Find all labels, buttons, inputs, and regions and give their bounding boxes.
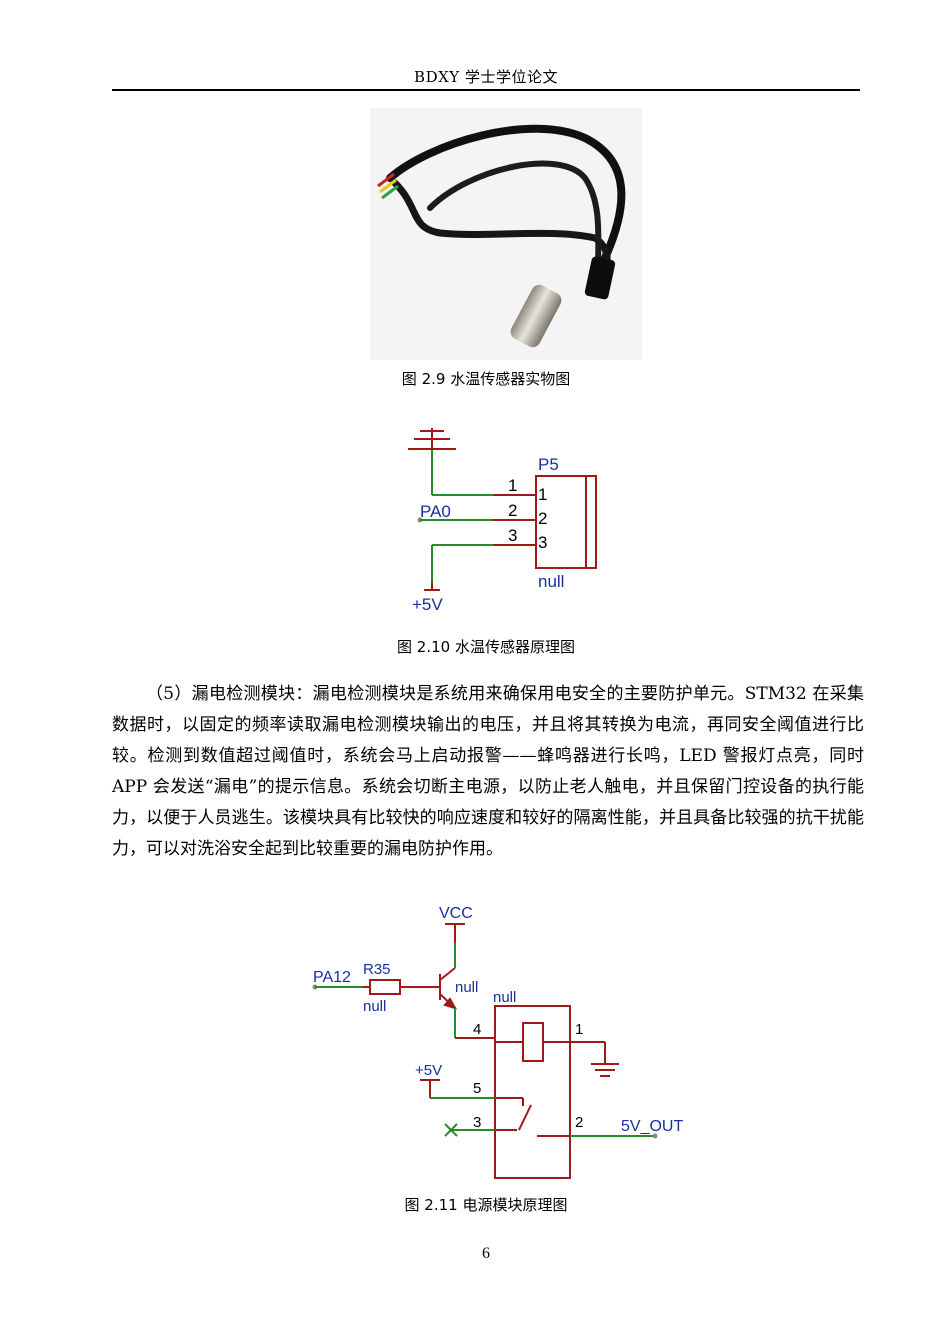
- cable-loop: [386, 124, 626, 262]
- connector-value: null: [538, 572, 564, 591]
- connector-pin-2: 2: [538, 509, 547, 528]
- transistor: [439, 967, 458, 1010]
- connector-pin-3: 3: [538, 533, 547, 552]
- resistor-r35: [369, 979, 401, 995]
- body-paragraph: （5）漏电检测模块：漏电检测模块是系统用来确保用电安全的主要防护单元。STM32…: [112, 679, 864, 865]
- connector-body: [535, 475, 597, 569]
- power-label: +5V: [412, 595, 443, 614]
- input-label-pa12: PA12: [313, 969, 351, 986]
- ground-symbol: [408, 428, 456, 450]
- cable-lower: [391, 179, 611, 272]
- signal-label-pa0: PA0: [420, 502, 451, 521]
- relay-value: null: [493, 989, 516, 1006]
- cable-inner: [427, 160, 602, 276]
- relay-coil: [522, 1022, 544, 1062]
- header-rule: [112, 89, 860, 91]
- connector-name: P5: [538, 455, 559, 474]
- page-number: 6: [482, 1245, 490, 1262]
- wire-pin-3: 3: [508, 526, 517, 545]
- pin-3: 3: [473, 1114, 481, 1131]
- transistor-value: null: [455, 979, 478, 996]
- pin-5: 5: [473, 1080, 481, 1097]
- no-connect-marker: [444, 1123, 458, 1137]
- wire-pin-2: 2: [508, 501, 517, 520]
- output-label: 5V_OUT: [621, 1118, 683, 1135]
- pin-2: 2: [575, 1114, 583, 1131]
- figure-2-9-caption: 图 2.9 水温传感器实物图: [401, 370, 571, 388]
- steel-probe-tip: [510, 284, 562, 348]
- water-temperature-sensor-schematic: P5 null PA0 +5V 1 2 3 1 2 3: [408, 428, 597, 614]
- wire-green: [381, 184, 399, 200]
- pin-4: 4: [473, 1021, 481, 1038]
- power-label: +5V: [415, 1062, 442, 1079]
- leakage-detection-paragraph: （5）漏电检测模块：漏电检测模块是系统用来确保用电安全的主要防护单元。STM32…: [112, 684, 864, 859]
- figure-2-10-caption: 图 2.10 水温传感器原理图: [397, 638, 575, 656]
- power-module-schematic: VCC PA12 R35 null null null 4 1 +5V 5 3 …: [312, 905, 683, 1179]
- wire-red: [377, 172, 395, 188]
- resistor-name: R35: [363, 961, 391, 978]
- wire-pin-1: 1: [508, 476, 517, 495]
- heat-shrink: [584, 256, 616, 300]
- pin-1: 1: [575, 1021, 583, 1038]
- vcc-label: VCC: [439, 905, 473, 922]
- connector-pin-1: 1: [538, 485, 547, 504]
- resistor-value: null: [363, 998, 386, 1015]
- figure-2-11-caption: 图 2.11 电源模块原理图: [404, 1196, 568, 1214]
- wire-yellow: [379, 178, 397, 194]
- page-header: BDXY 学士学位论文: [414, 68, 558, 86]
- relay-body: [494, 1005, 571, 1179]
- water-temperature-sensor-photo: [370, 108, 642, 360]
